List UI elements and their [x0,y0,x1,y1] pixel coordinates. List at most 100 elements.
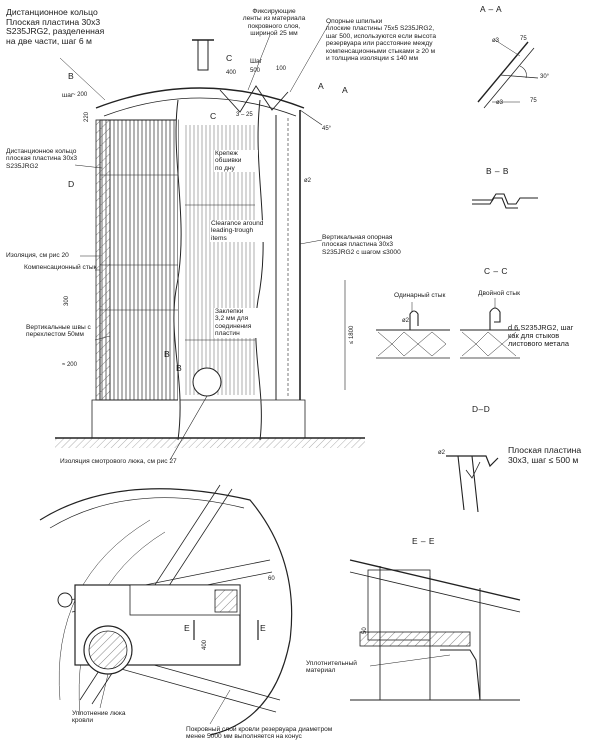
beam-3b [95,661,277,713]
marker-d: D [68,179,75,189]
roof-line [95,87,305,109]
roof-plan-outline-inner [49,497,245,529]
dim-50: 50 [362,627,368,634]
foundation [91,399,306,438]
dim-30: 30° [540,74,550,80]
dim-75b: 75 [530,98,537,104]
label-vertical-support: Вертикальная опорная плоская пластина 30… [322,234,401,256]
marker-b-top: B [68,71,74,81]
dim-d3b: ø3 [496,100,504,106]
section-cc-detail [376,298,520,359]
dim-100: 100 [276,66,287,72]
dim-200b: ≈ 200 [62,362,77,368]
marker-b-right: B [176,363,182,373]
marker-b-left: B [164,349,170,359]
dim-d2c: ø2 [438,450,446,456]
dim-500: 500 [250,68,261,74]
label-cladding-fastening: Крепеж обшивки по дну [214,150,258,173]
cc-single-hook [409,310,419,330]
dim-400: 400 [226,70,237,76]
cc-single-joint-wool [377,331,447,357]
dim-line-45 [299,109,323,126]
label-sealing-material: Уплотнительный материал [306,660,357,675]
plan-node [57,592,73,608]
dim-d2a: ø2 [304,178,312,184]
leader-support-studs [289,21,331,93]
ee-insulation [359,631,471,647]
dim-3-25: 3 – 25 [236,112,253,118]
marker-e-left: E [184,623,190,633]
cc-double-joint-wool [461,331,517,357]
label-spacer-ring-mid: Дистанционное кольцо плоская пластина 30… [6,148,78,170]
label-rivets: Заклепки 3,2 мм для соединения пластин [214,308,266,338]
section-title-cc: C – C [484,266,508,276]
section-title-bb: B – B [486,166,509,176]
aa-leader-1 [494,39,521,57]
label-step-left: шаг [62,92,74,99]
leader-vertical-support [299,239,323,245]
roof-truss [219,85,289,113]
section-bb-detail [472,193,538,209]
label-flat-plate-dd: Плоская пластина 30x3, шаг ≤ 500 м [508,445,582,465]
label-manhole-insulation: Изоляция смотрового люка, см рис 27 [60,458,177,465]
dim-75a: 75 [520,36,527,42]
label-double-joint: Двойной стык [478,290,521,297]
leader-spacer-ring-mid [74,164,103,169]
label-fixing-tapes: Фиксирующие ленты из материала покровног… [242,8,306,38]
label-roof-cover-note: Покровный слой кровли резервуара диаметр… [186,726,333,741]
section-title-dd: D–D [472,404,491,414]
mineral-wool-left [95,119,111,401]
manhole-leader [169,395,208,461]
marker-a-right: A [342,85,348,95]
roof-vent [197,39,209,71]
dim-200: ~ 200 [72,92,88,98]
hatch-tab [214,589,238,613]
label-single-joint: Одинарный стык [394,292,446,299]
section-title-ee: E – E [412,536,435,546]
bb-profile [472,193,538,205]
label-vertical-seams: Вертикальные швы с перехлестом 50мм [26,324,91,339]
marker-a-top: A [318,81,324,91]
dim-400b: 400 [202,639,208,650]
section-dd-detail [446,455,499,513]
leader-roof-hatch [99,673,109,709]
marker-e-right: E [260,623,266,633]
ee-sealing [440,649,481,701]
aa-plate-2 [483,47,535,109]
manhole [192,367,222,397]
leader-seams [94,335,111,341]
aa-angle-arc [519,65,527,79]
marker-c-mid: C [210,111,217,121]
aa-plate [477,41,529,103]
roof-hatch-circle-inner [88,630,128,670]
roof-plan-outline [39,488,293,736]
dim-45: 45° [322,126,332,132]
ee-frame [367,569,431,641]
dim-d3a: ø3 [492,38,500,44]
ee-leader-seal [369,654,451,667]
dd-clip [465,461,481,479]
break-line-1 [173,99,182,441]
cc-double-hook [489,307,501,330]
ground-hatch [55,438,365,448]
section-aa-detail [477,39,539,109]
dim-1800: ≤ 1800 [349,325,355,344]
ee-roof-slope [349,559,521,601]
section-title-aa: A – A [480,4,503,14]
label-expansion-joint: Компенсационный стык [24,264,97,271]
dim-60: 60 [268,576,275,582]
section-ee-detail [349,559,521,701]
dim-d2b: ø2 [402,318,410,324]
marker-c-top: C [226,53,233,63]
dd-wall [457,455,479,513]
dim-220: 220 [84,111,90,122]
ee-roof-slope-2 [349,571,521,613]
label-insulation-ref: Изоляция, см рис 20 [6,252,69,259]
dim-300: 300 [64,295,70,306]
label-joint-note: d 6 S235JRG2, шаг как для стыков листово… [508,323,574,349]
dd-plate [446,455,499,468]
label-roof-hatch-seal: Уплотнение люка кровли [72,710,126,725]
leader-roof-cover [209,689,231,725]
label-clearance: Clearance around leading-trough items [210,220,268,243]
